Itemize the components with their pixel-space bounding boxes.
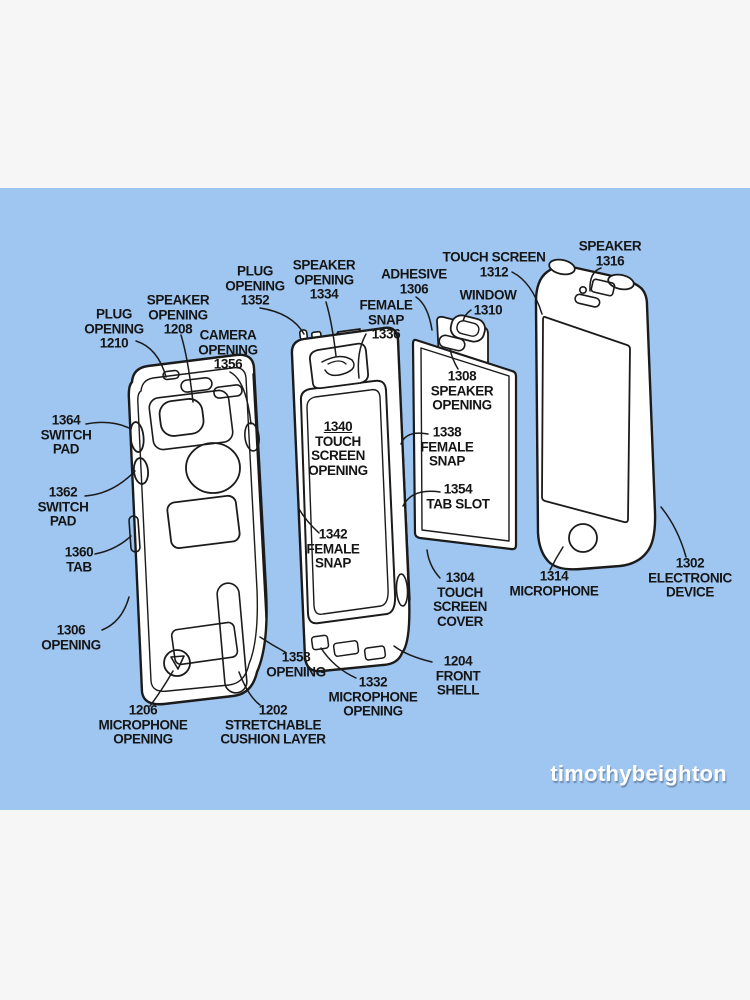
label-stretchable-cushion-layer-1202: 1202 STRETCHABLE CUSHION LAYER <box>220 702 326 747</box>
label-camera-opening-1356: CAMERA OPENING 1356 <box>198 327 258 372</box>
label-switch-pad-1362: 1362 SWITCH PAD <box>37 484 89 529</box>
label-front-shell-1204: 1204 FRONT SHELL <box>435 653 481 698</box>
label-window-1310: WINDOW 1310 <box>459 287 517 317</box>
label-touch-screen-opening-1340: 1340 TOUCH SCREEN OPENING <box>308 419 368 478</box>
label-female-snap-1342: 1342 FEMALE SNAP <box>306 526 360 571</box>
label-tab-slot-1354: 1354 TAB SLOT <box>426 481 490 511</box>
label-tab-1360: 1360 TAB <box>64 544 94 574</box>
label-1340-rest: TOUCH SCREEN OPENING <box>308 433 368 478</box>
label-touch-screen-1312: TOUCH SCREEN 1312 <box>442 249 546 279</box>
label-speaker-opening-1208: SPEAKER OPENING 1208 <box>146 292 210 337</box>
touch-screen-cover-drawing <box>411 314 518 551</box>
label-touch-screen-cover-1304: 1304 TOUCH SCREEN COVER <box>433 570 487 629</box>
electronic-device-drawing <box>534 258 657 571</box>
label-plug-opening-1352: PLUG OPENING 1352 <box>225 263 285 308</box>
cushion-layer-drawing <box>127 353 268 706</box>
label-switch-pad-1364: 1364 SWITCH PAD <box>40 412 92 457</box>
label-female-snap-1338: 1338 FEMALE SNAP <box>420 424 474 469</box>
label-electronic-device-1302: 1302 ELECTRONIC DEVICE <box>648 555 732 600</box>
label-female-snap-1336: FEMALE SNAP 1336 <box>359 297 413 342</box>
label-microphone-opening-1206: 1206 MICROPHONE OPENING <box>98 702 188 747</box>
leader-lines <box>84 267 687 707</box>
watermark-artist-name: timothybeighton <box>550 761 727 786</box>
label-opening-1358: 1358 OPENING <box>266 649 326 679</box>
label-1340-underlined-ref: 1340 <box>323 419 353 434</box>
label-plug-opening-1210: PLUG OPENING 1210 <box>84 306 144 351</box>
label-speaker-1316: SPEAKER 1316 <box>578 238 642 268</box>
label-opening-1306: 1306 OPENING <box>41 622 101 652</box>
label-adhesive-1306: ADHESIVE 1306 <box>381 266 447 296</box>
label-microphone-opening-1332: 1332 MICROPHONE OPENING <box>328 674 418 719</box>
label-microphone-1314: 1314 MICROPHONE <box>509 568 599 598</box>
front-shell-drawing <box>290 326 411 673</box>
label-speaker-opening-1334: SPEAKER OPENING 1334 <box>292 257 356 302</box>
label-speaker-opening-1308: 1308 SPEAKER OPENING <box>430 368 494 413</box>
